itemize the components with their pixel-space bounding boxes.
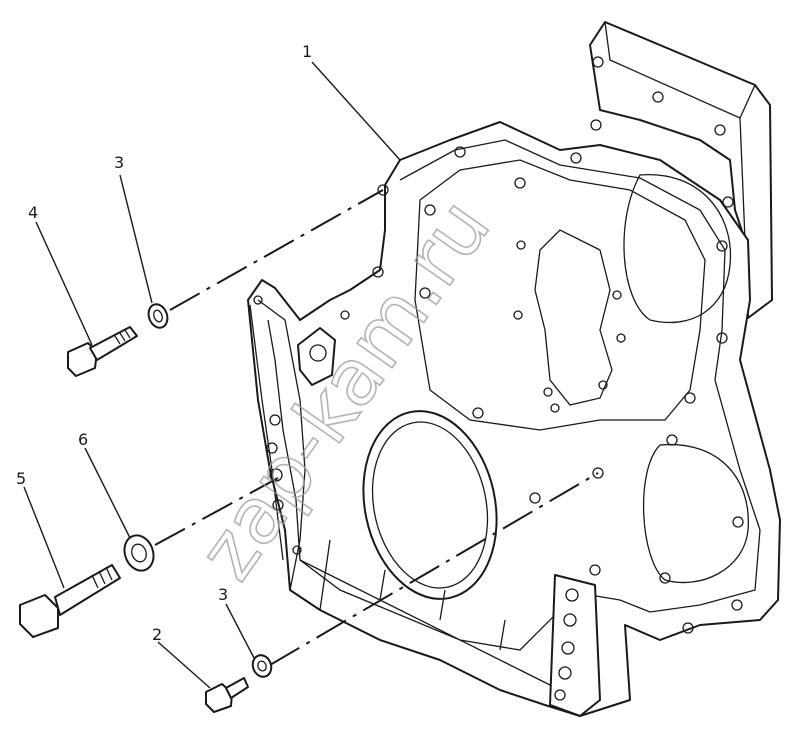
callout-5: 5: [16, 469, 26, 488]
callout-4: 4: [28, 203, 38, 222]
callout-6: 6: [78, 430, 88, 449]
bolt-small-upper: [67, 326, 138, 377]
washer-lower: [251, 654, 273, 678]
assembly-center-lines: [154, 189, 599, 666]
callout-3-lower: 3: [218, 585, 228, 604]
callout-1: 1: [302, 42, 312, 61]
callout-2: 2: [152, 625, 162, 644]
callout-numbers: 1 2 3 3 4 5 6: [16, 42, 312, 644]
washer-upper: [147, 303, 169, 329]
leader-lines: [23, 61, 401, 689]
bolt-small-lower: [205, 677, 249, 713]
callout-3-upper: 3: [114, 153, 124, 172]
washer-thick: [123, 534, 155, 572]
bolt-large: [19, 564, 121, 638]
